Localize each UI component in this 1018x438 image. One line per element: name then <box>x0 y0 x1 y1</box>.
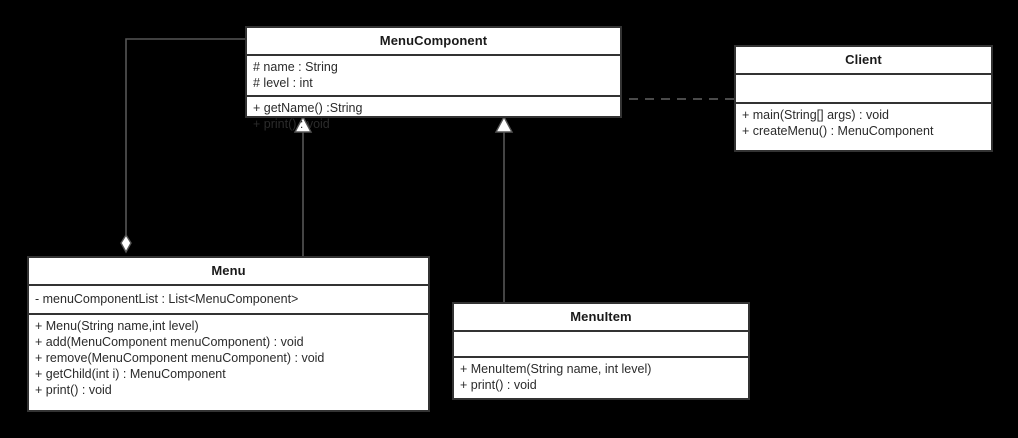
edge-aggregation-menucomponent-menu <box>120 38 245 254</box>
operations-compartment-client: + main(String[] args) : void + createMen… <box>736 104 991 150</box>
operation-row: + Menu(String name,int level) <box>35 319 199 333</box>
hollow-diamond-marker <box>120 233 132 254</box>
attribute-row: # level : int <box>253 76 313 90</box>
attributes-compartment-menuitem <box>454 332 748 358</box>
operation-row: + remove(MenuComponent menuComponent) : … <box>35 351 325 365</box>
edge-generalization-menuitem-menucomponent <box>494 115 514 302</box>
operation-row: + MenuItem(String name, int level) <box>460 362 652 376</box>
class-box-menucomponent[interactable]: MenuComponent # name : String # level : … <box>245 26 622 131</box>
operation-row: + main(String[] args) : void <box>742 108 889 122</box>
operations-compartment-menuitem: + MenuItem(String name, int level) + pri… <box>454 358 748 398</box>
operation-row: + add(MenuComponent menuComponent) : voi… <box>35 335 304 349</box>
class-name-menu: Menu <box>29 258 428 286</box>
class-box-client[interactable]: Client + main(String[] args) : void + cr… <box>734 45 993 152</box>
attributes-compartment-menu: - menuComponentList : List<MenuComponent… <box>29 286 428 315</box>
class-name-menucomponent: MenuComponent <box>247 28 620 56</box>
class-box-menuitem[interactable]: MenuItem + MenuItem(String name, int lev… <box>452 302 750 400</box>
edge-generalization-menu-menucomponent <box>293 115 313 256</box>
operations-compartment-menucomponent: + getName() :String + print() : void <box>247 97 620 136</box>
attribute-row: - menuComponentList : List<MenuComponent… <box>35 292 299 306</box>
operation-row: + getChild(int i) : MenuComponent <box>35 367 226 381</box>
operation-row: + print() : void <box>460 378 537 392</box>
attribute-row: # name : String <box>253 60 338 74</box>
attributes-compartment-client <box>736 75 991 104</box>
class-name-menuitem: MenuItem <box>454 304 748 332</box>
class-box-menu[interactable]: Menu - menuComponentList : List<MenuComp… <box>27 256 430 412</box>
attributes-compartment-menucomponent: # name : String # level : int <box>247 56 620 97</box>
operation-row: + getName() :String <box>253 101 363 115</box>
operation-row: + createMenu() : MenuComponent <box>742 124 934 138</box>
operations-compartment-menu: + Menu(String name,int level) + add(Menu… <box>29 315 428 410</box>
operation-row: + print() : void <box>253 117 330 131</box>
operation-row: + print() : void <box>35 383 112 397</box>
class-name-client: Client <box>736 47 991 75</box>
